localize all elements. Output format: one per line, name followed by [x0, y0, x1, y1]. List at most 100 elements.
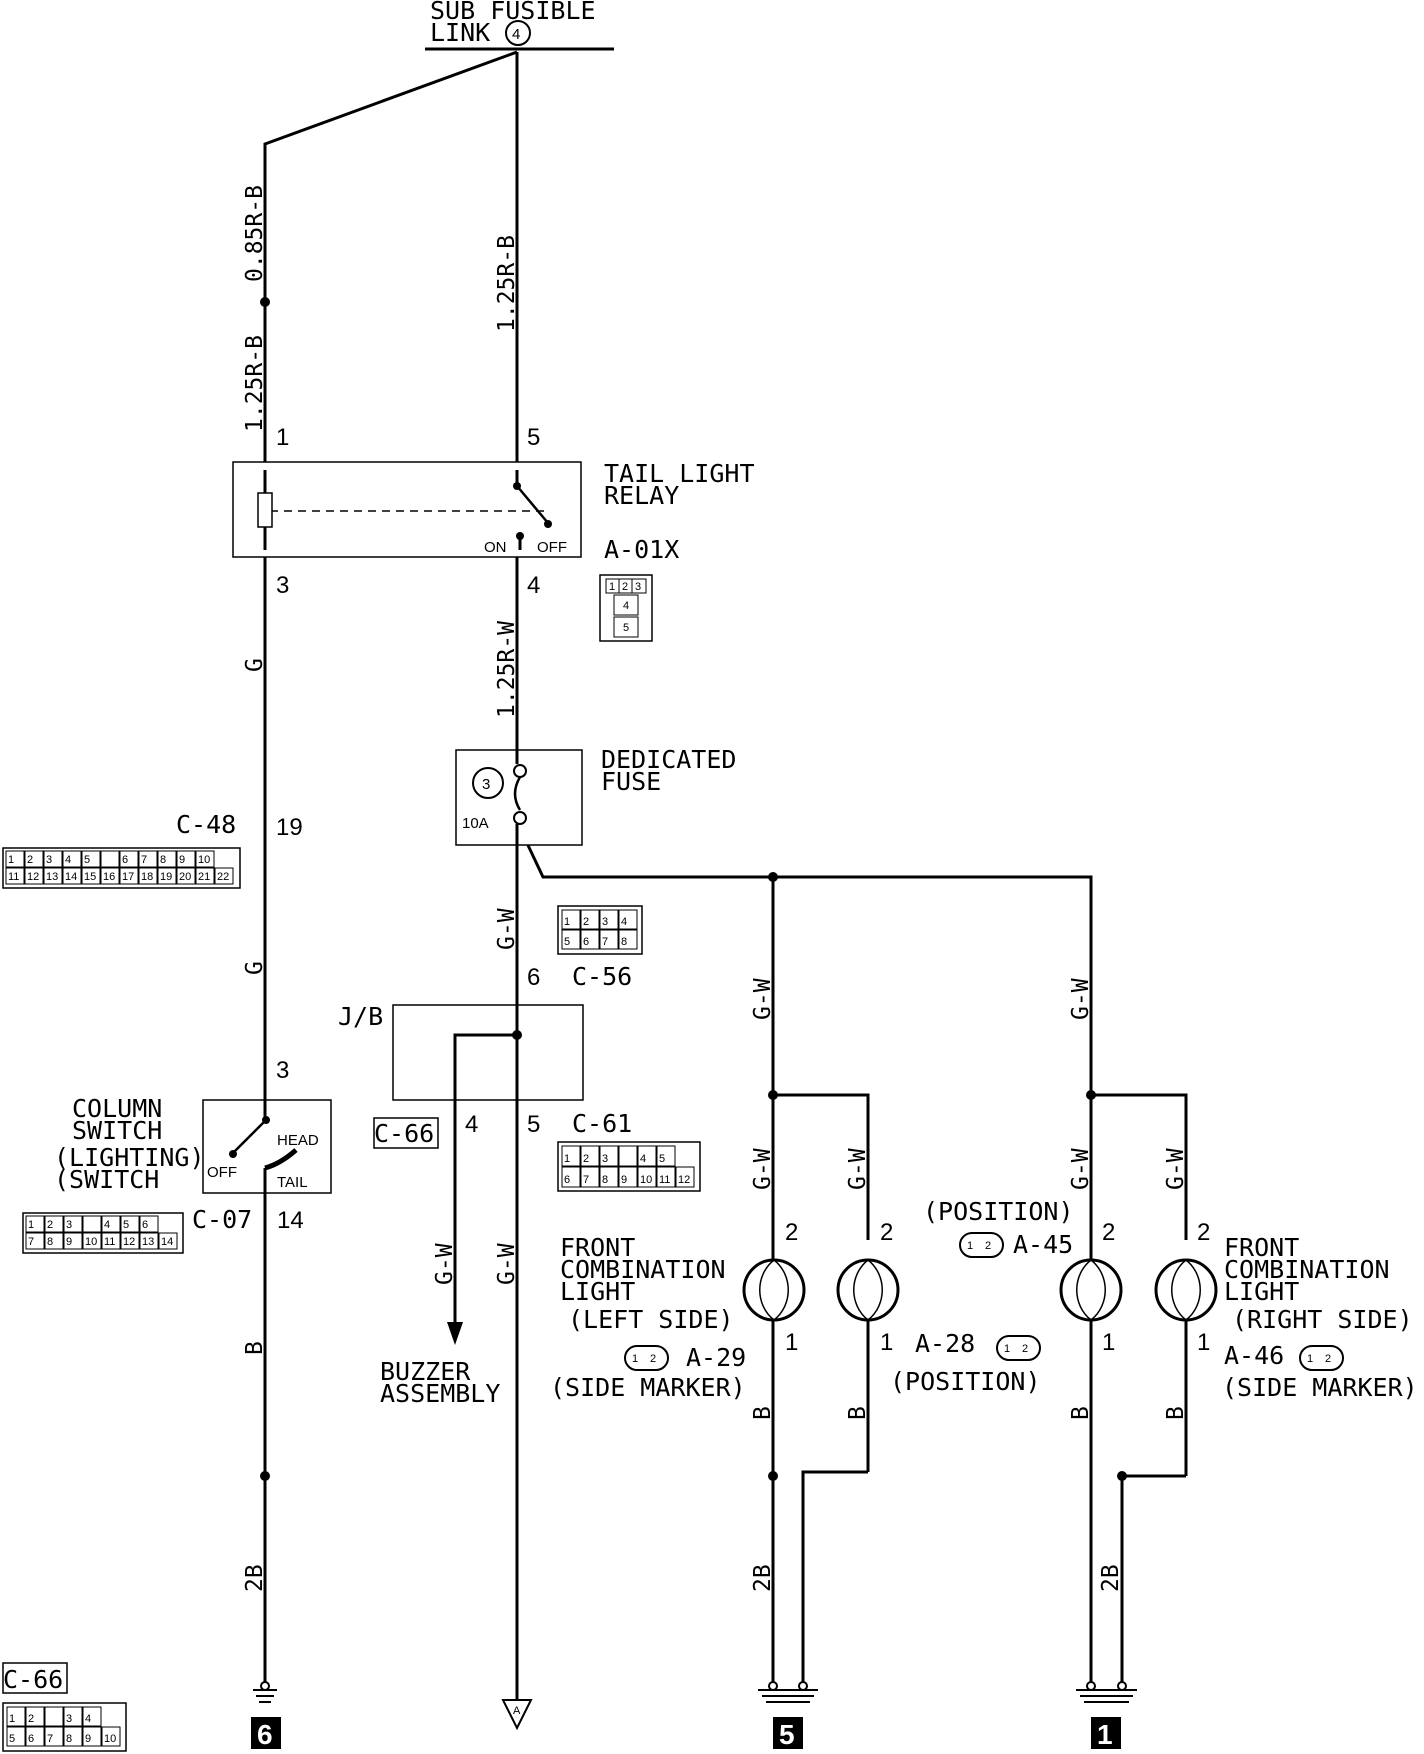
pin-cell [580, 1166, 600, 1188]
pin-number: 7 [28, 1236, 34, 1248]
pin-number: 3 [602, 1153, 608, 1165]
svg-text:10A: 10A [462, 815, 489, 832]
pin-cell [580, 909, 600, 930]
svg-text:G-W: G-W [1068, 978, 1094, 1020]
svg-text:LIGHT: LIGHT [1224, 1277, 1299, 1306]
pin-number: 14 [161, 1236, 173, 1248]
pin-cell [561, 909, 581, 930]
pin-cell [25, 1726, 45, 1747]
svg-text:G-W: G-W [1068, 1148, 1094, 1190]
pin-cell [561, 1166, 581, 1188]
left-combination-light: FRONT COMBINATION LIGHT (LEFT SIDE) 2 1 … [550, 1219, 1041, 1402]
svg-text:(SWITCH: (SWITCH [54, 1165, 159, 1194]
svg-text:1: 1 [1097, 1719, 1113, 1750]
pin-cell [120, 1215, 140, 1233]
svg-text:B: B [750, 1406, 776, 1420]
pin-number: 3 [46, 854, 52, 866]
pin-cell [618, 1166, 638, 1188]
svg-text:(POSITION): (POSITION) [890, 1367, 1041, 1396]
svg-text:C-56: C-56 [572, 962, 632, 991]
svg-text:1: 1 [1102, 1329, 1115, 1356]
pin-cell [580, 1145, 600, 1167]
svg-text:1.25R-W: 1.25R-W [494, 621, 520, 718]
pin-cell [157, 867, 177, 885]
pin-number: 13 [46, 871, 58, 883]
pin-cell [44, 1706, 64, 1727]
pin-cell [157, 850, 177, 868]
ground-symbols [253, 1681, 1137, 1703]
svg-text:HEAD: HEAD [277, 1132, 319, 1149]
pin-number: 7 [141, 854, 147, 866]
pin-number: 5 [9, 1733, 15, 1745]
pin-cell [139, 1215, 159, 1233]
pin-number: 21 [198, 871, 210, 883]
svg-text:2: 2 [622, 581, 628, 593]
pin-number: 5 [564, 936, 570, 948]
junction-block: J/B 4 5 [338, 1002, 584, 1138]
right-side-marker-bulb [1154, 1258, 1218, 1322]
svg-text:2: 2 [1022, 1343, 1028, 1355]
pin-cell [5, 850, 25, 868]
svg-text:TAIL LIGHT: TAIL LIGHT [604, 459, 755, 488]
svg-text:G-W: G-W [494, 908, 520, 950]
pin-cell [82, 1232, 102, 1250]
pin-number: 11 [659, 1174, 670, 1186]
pin-number: 11 [8, 871, 19, 883]
svg-text:LIGHT: LIGHT [560, 1277, 635, 1306]
pin-cell [5, 867, 25, 885]
svg-text:5: 5 [623, 622, 629, 634]
sub-fusible-link: SUB FUSIBLE LINK 4 [430, 0, 596, 47]
pin-number: 7 [583, 1174, 589, 1186]
svg-text:BUZZER: BUZZER [380, 1357, 471, 1386]
pin-number: 9 [179, 854, 185, 866]
ground-labels: 6 5 1 [251, 1717, 1121, 1750]
svg-text:TAIL: TAIL [277, 1174, 308, 1191]
svg-text:C-48: C-48 [176, 810, 236, 839]
pin-number: 6 [564, 1174, 570, 1186]
pin-cell [176, 850, 196, 868]
svg-text:FRONT: FRONT [1224, 1233, 1299, 1262]
svg-text:C-61: C-61 [572, 1109, 632, 1138]
pin-number: 19 [160, 871, 172, 883]
pin-cell [119, 850, 139, 868]
svg-text:1: 1 [1004, 1343, 1010, 1355]
svg-text:2: 2 [1197, 1219, 1210, 1246]
svg-text:1: 1 [1197, 1329, 1210, 1356]
pin-cell [44, 1726, 64, 1747]
svg-text:OFF: OFF [207, 1164, 237, 1181]
a28-connector-icon: 1 2 [996, 1335, 1041, 1361]
pin-cell [62, 850, 82, 868]
svg-text:J/B: J/B [338, 1002, 383, 1031]
pin-number: 10 [85, 1236, 97, 1248]
svg-text:3: 3 [276, 1057, 289, 1084]
pin-number: 12 [123, 1236, 135, 1248]
pin-number: 6 [142, 1219, 148, 1231]
svg-text:2B: 2B [750, 1564, 776, 1592]
a01x-connector-face: 1 2 3 4 5 [599, 574, 653, 642]
pin-cell [101, 1726, 121, 1747]
wire-network [263, 47, 1188, 1700]
pin-cell [599, 1166, 619, 1188]
pin-cell [176, 867, 196, 885]
dedicated-fuse: 3 10A DEDICATED FUSE [455, 745, 736, 846]
svg-text:A-28: A-28 [915, 1329, 975, 1358]
pin-cell [24, 867, 44, 885]
pin-cell [43, 850, 63, 868]
pin-number: 5 [659, 1153, 665, 1165]
pin-number: 6 [122, 854, 128, 866]
svg-text:FUSE: FUSE [601, 767, 661, 796]
svg-text:2: 2 [985, 1240, 991, 1252]
left-side-marker-bulb [742, 1250, 806, 1330]
pin-cell [82, 1706, 102, 1727]
svg-text:(LIGHTING): (LIGHTING) [54, 1143, 205, 1172]
wire-labels: 0.85R-B 1.25R-B 1.25R-B 1.25R-W G G G-W … [242, 185, 1189, 1592]
pin-number: 1 [9, 1713, 15, 1725]
svg-text:(SIDE MARKER): (SIDE MARKER) [1222, 1373, 1418, 1402]
svg-text:G: G [242, 658, 268, 672]
pin-cell [599, 909, 619, 930]
a46-connector-icon: 1 2 [1299, 1345, 1344, 1371]
pin-number: 10 [104, 1733, 116, 1745]
